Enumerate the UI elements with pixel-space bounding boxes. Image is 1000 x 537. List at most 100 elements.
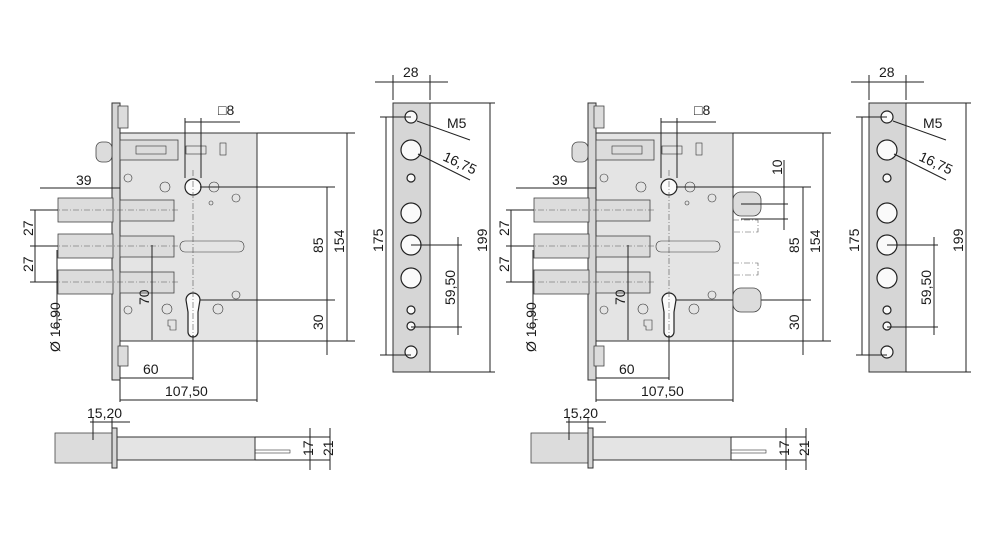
dim-square-8: □8 [218, 102, 234, 118]
faceplate-front-view: 28 175 199 M5 16,75 59,50 [370, 64, 495, 373]
dimension-lines [851, 75, 971, 373]
dim-27b: 27 [20, 256, 36, 272]
bolt-hole [400, 202, 422, 224]
dim-21: 21 [796, 440, 812, 456]
dim-15-20: 15,20 [87, 405, 122, 421]
dim-30: 30 [310, 314, 326, 330]
lock-drawing-standard: 39 27 27 Ø 16,90 70 60 107,50 □8 85 154 … [20, 64, 495, 470]
screw-icon [882, 173, 892, 183]
dim-17: 17 [300, 440, 316, 456]
dim-175: 175 [370, 228, 386, 252]
lock-front-view: 39 27 27 Ø 16,90 70 60 107,50 □8 85 154 … [496, 102, 831, 402]
deadbolt-body [595, 199, 651, 222]
bolt-slot [179, 240, 245, 253]
dim-28: 28 [403, 64, 419, 80]
bolt-slot [655, 240, 721, 253]
center-lines [516, 170, 670, 350]
dim-27a: 27 [496, 220, 512, 236]
deadbolt-body [595, 271, 651, 294]
screw-hole [882, 321, 892, 331]
lock-drawing-body: 39 27 27 Ø 16,90 70 60 107,50 □8 85 154 … [496, 64, 971, 470]
latch-hole [400, 139, 422, 161]
deadbolt-body [595, 235, 651, 258]
screw-icon [123, 173, 133, 183]
dim-60: 60 [143, 361, 159, 377]
spindle-side [254, 449, 291, 454]
dim-39: 39 [552, 172, 568, 188]
dim-59-50: 59,50 [918, 270, 934, 305]
latch-body [595, 139, 655, 161]
screw-icon [707, 290, 717, 300]
faceplate-side [587, 427, 594, 469]
dim-30: 30 [786, 314, 802, 330]
pin-hole [684, 200, 690, 206]
bottom-tab [117, 345, 129, 367]
screw-hole [406, 321, 416, 331]
spindle-side [730, 449, 767, 454]
slot [695, 142, 703, 156]
case-side [592, 436, 732, 461]
dim-17: 17 [776, 440, 792, 456]
case-side [116, 436, 256, 461]
lock-drawing-hinge-bolts: 39 27 27 Ø 16,90 70 60 107,50 □8 85 154 … [496, 64, 971, 470]
screw-icon [599, 305, 609, 315]
screw-icon [707, 193, 717, 203]
dimension-lines [566, 418, 807, 470]
lock-front-view: 39 27 27 Ø 16,90 70 60 107,50 □8 85 154 … [20, 102, 355, 402]
center-lines [40, 170, 194, 350]
screw-hole-m5 [404, 345, 418, 359]
dim-39: 39 [76, 172, 92, 188]
dim-square-8: □8 [694, 102, 710, 118]
bolt-hole [876, 202, 898, 224]
dim-bolt-diameter: Ø 16,90 [523, 302, 539, 352]
dimension-lines [30, 118, 355, 402]
screw-icon [406, 305, 416, 315]
lock-side-view: 15,20 17 21 [54, 405, 336, 470]
bolt-side [54, 432, 113, 464]
bolt-hole [876, 267, 898, 289]
latch [95, 141, 113, 163]
dim-16-75: 16,75 [917, 148, 956, 177]
screw-hole [635, 181, 647, 193]
deadbolt-body [119, 199, 175, 222]
dimension-lines [375, 75, 495, 373]
screw-icon [406, 173, 416, 183]
screw-hole [688, 303, 700, 315]
square-rack [185, 145, 207, 155]
screw-hole [212, 303, 224, 315]
dim-154: 154 [331, 229, 347, 253]
bolt-hole [400, 267, 422, 289]
dim-60: 60 [619, 361, 635, 377]
pin-hole [208, 200, 214, 206]
dim-m5: M5 [447, 115, 467, 131]
top-tab [117, 105, 129, 129]
dim-10: 10 [769, 159, 785, 175]
latch-rack [135, 145, 167, 155]
lever-notch [643, 319, 653, 331]
top-tab [593, 105, 605, 129]
bolt-side [530, 432, 589, 464]
dim-154: 154 [807, 229, 823, 253]
dim-85: 85 [786, 237, 802, 253]
latch-body [119, 139, 179, 161]
dim-199: 199 [474, 228, 490, 252]
latch [571, 141, 589, 163]
dim-15-20: 15,20 [563, 405, 598, 421]
screw-hole [159, 181, 171, 193]
dim-107-50: 107,50 [641, 383, 684, 399]
dim-59-50: 59,50 [442, 270, 458, 305]
slot [219, 142, 227, 156]
dim-85: 85 [310, 237, 326, 253]
deadbolt-body [119, 271, 175, 294]
faceplate-side [111, 427, 118, 469]
dim-m5: M5 [923, 115, 943, 131]
dim-28: 28 [879, 64, 895, 80]
screw-icon [231, 193, 241, 203]
latch-hole [876, 139, 898, 161]
dim-70: 70 [612, 289, 628, 305]
screw-icon [882, 305, 892, 315]
lever-notch [167, 319, 177, 331]
screw-icon [123, 305, 133, 315]
dim-27b: 27 [496, 256, 512, 272]
